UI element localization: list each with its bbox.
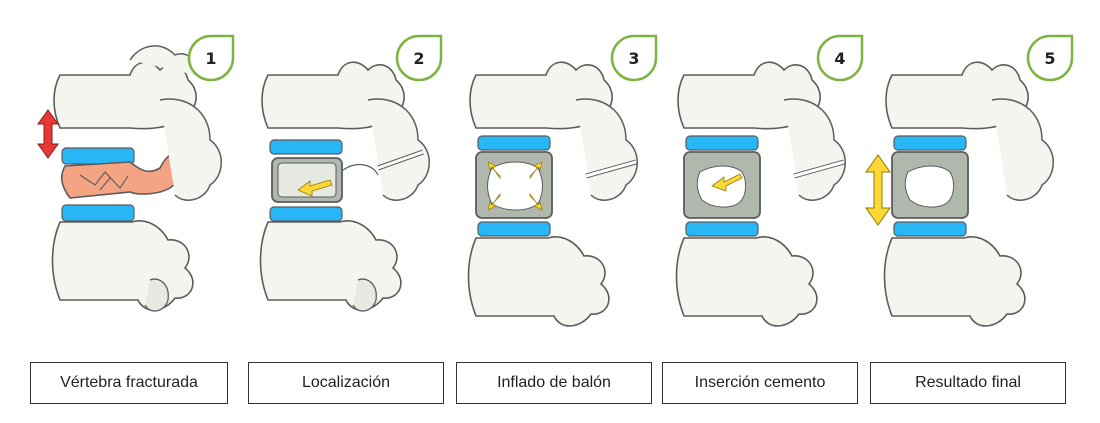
step-4-badge: 4 bbox=[816, 34, 864, 82]
step-4-number: 4 bbox=[834, 49, 845, 68]
step-3-badge: 3 bbox=[610, 34, 658, 82]
height-restored-arrow bbox=[865, 154, 891, 226]
step-5-number: 5 bbox=[1044, 49, 1055, 68]
needle-arrow bbox=[297, 179, 333, 197]
caption-step-2: Localización bbox=[248, 362, 444, 404]
step-2-number: 2 bbox=[413, 49, 424, 68]
step-5-badge: 5 bbox=[1026, 34, 1074, 82]
step-1-badge: 1 bbox=[187, 34, 235, 82]
step-1-illustration bbox=[37, 45, 222, 312]
height-loss-arrow bbox=[37, 109, 59, 159]
caption-step-3: Inflado de balón bbox=[456, 362, 652, 404]
step-1-number: 1 bbox=[205, 49, 216, 68]
balloon-expansion-arrows bbox=[487, 161, 543, 211]
caption-step-5: Resultado final bbox=[870, 362, 1066, 404]
step-4-illustration bbox=[675, 61, 846, 327]
step-2-illustration bbox=[259, 61, 430, 312]
caption-step-1: Vértebra fracturada bbox=[30, 362, 228, 404]
step-3-number: 3 bbox=[628, 49, 639, 68]
step-3-illustration bbox=[467, 61, 638, 327]
step-2-badge: 2 bbox=[395, 34, 443, 82]
step-5-illustration bbox=[865, 61, 1054, 327]
cement-arrow bbox=[711, 173, 743, 192]
caption-step-4: Inserción cemento bbox=[662, 362, 858, 404]
